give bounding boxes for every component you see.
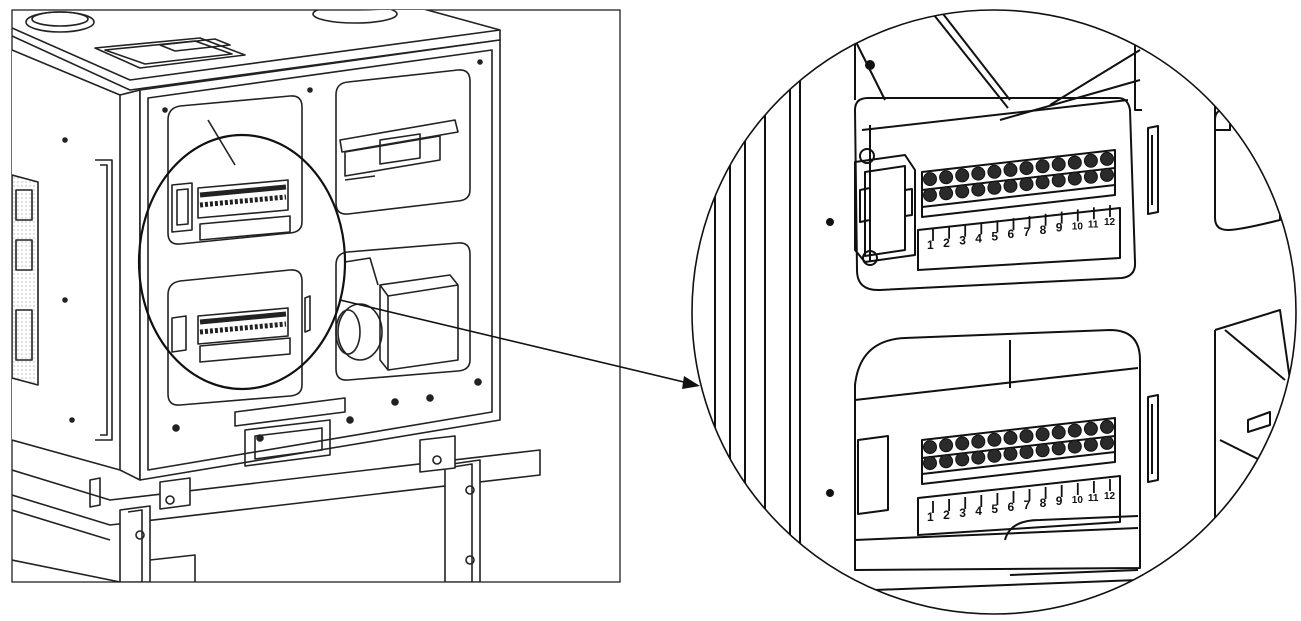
terminal-number-label: 12 (1104, 491, 1116, 502)
terminal-number-label: 12 (1104, 217, 1116, 228)
terminal-screw (923, 456, 937, 471)
magnify-ellipse (137, 133, 347, 391)
terminal-screw (923, 188, 937, 203)
unit-top-lid (12, 10, 501, 91)
overview-terminal-upper (171, 119, 291, 241)
terminal-screw (971, 450, 986, 465)
terminal-screw (1083, 153, 1098, 168)
terminal-screw (1100, 151, 1114, 166)
terminal-screw (939, 438, 954, 453)
terminal-number-label: 11 (1088, 219, 1099, 230)
terminal-screw (1051, 157, 1066, 172)
detail-top-structure (854, 10, 1231, 131)
terminal-screw (971, 166, 986, 181)
terminal-screw (1067, 155, 1082, 170)
terminal-number-label: 2 (943, 508, 950, 522)
terminal-number-label: 7 (1024, 225, 1031, 239)
terminal-screw (1035, 175, 1050, 190)
terminal-screw (955, 184, 970, 199)
zoom-pointer-arrow (339, 299, 700, 389)
terminal-screw (1019, 161, 1034, 176)
terminal-screw (923, 440, 937, 455)
terminal-number-label: 2 (943, 236, 950, 250)
terminal-number-label: 9 (1056, 221, 1063, 235)
terminal-number-label: 11 (1088, 493, 1099, 504)
terminal-screw (1019, 429, 1034, 444)
detail-upper-relay (854, 148, 916, 266)
terminal-number-label: 5 (991, 229, 998, 243)
terminal-number-label: 4 (975, 231, 982, 245)
terminal-screw (939, 186, 954, 201)
terminal-number-label: 7 (1024, 498, 1031, 512)
terminal-number-label: 6 (1008, 500, 1015, 514)
terminal-number-label: 10 (1072, 221, 1084, 232)
unit-front-panel (139, 39, 501, 481)
terminal-screw (1003, 162, 1018, 177)
terminal-screw (1003, 446, 1018, 461)
terminal-screw (1051, 173, 1066, 188)
terminal-screw (1100, 419, 1114, 434)
terminal-number-label: 8 (1040, 223, 1047, 237)
terminal-screw (987, 180, 1002, 195)
terminal-number-label: 3 (959, 234, 966, 248)
terminal-screw (1019, 445, 1034, 460)
terminal-number-label: 10 (1072, 495, 1084, 506)
detail-lower-terminal-block[interactable] (917, 417, 1121, 536)
terminal-screw (1003, 430, 1018, 445)
terminal-screw (1067, 171, 1082, 186)
terminal-screw (1100, 435, 1114, 450)
detail-upper-terminal-block[interactable] (917, 149, 1121, 271)
overview-panel (11, 9, 621, 583)
terminal-screw (1083, 169, 1098, 184)
terminal-screw (987, 164, 1002, 179)
terminal-screw (1067, 423, 1082, 438)
overview-control-board (339, 119, 459, 181)
terminal-screw (1035, 427, 1050, 442)
terminal-number-label: 1 (927, 510, 934, 524)
terminal-number-label: 1 (927, 238, 934, 252)
overview-fan-motor (335, 257, 459, 371)
terminal-screw (1019, 177, 1034, 192)
detail-lower-opening (854, 329, 1141, 591)
terminal-number-label: 3 (959, 506, 966, 520)
terminal-screw (923, 172, 937, 187)
terminal-number-label: 4 (975, 504, 982, 518)
terminal-screw (939, 454, 954, 469)
terminal-screw (1035, 443, 1050, 458)
terminal-number-label: 5 (991, 502, 998, 516)
terminal-screw (987, 432, 1002, 447)
terminal-screw (1051, 441, 1066, 456)
overview-terminal-lower (171, 295, 311, 363)
terminal-screw (939, 170, 954, 185)
terminal-number-label: 6 (1008, 227, 1015, 241)
terminal-screw (1100, 167, 1114, 182)
terminal-screw (1003, 178, 1018, 193)
detail-circle-outline (691, 9, 1297, 615)
detail-upper-clip (1147, 125, 1159, 215)
terminal-screw (1067, 439, 1082, 454)
terminal-screw (1051, 425, 1066, 440)
terminal-screw (955, 168, 970, 183)
terminal-screw (971, 182, 986, 197)
terminal-screw (955, 452, 970, 467)
terminal-screw (1083, 437, 1098, 452)
terminal-number-label: 8 (1040, 496, 1047, 510)
terminal-screw (1083, 421, 1098, 436)
terminal-number-label: 9 (1056, 494, 1063, 508)
terminal-screw (955, 436, 970, 451)
detail-lower-clip (1147, 394, 1159, 483)
unit-stand (12, 435, 541, 582)
terminal-screw (1035, 159, 1050, 174)
terminal-screw (971, 434, 986, 449)
terminal-screw (987, 448, 1002, 463)
